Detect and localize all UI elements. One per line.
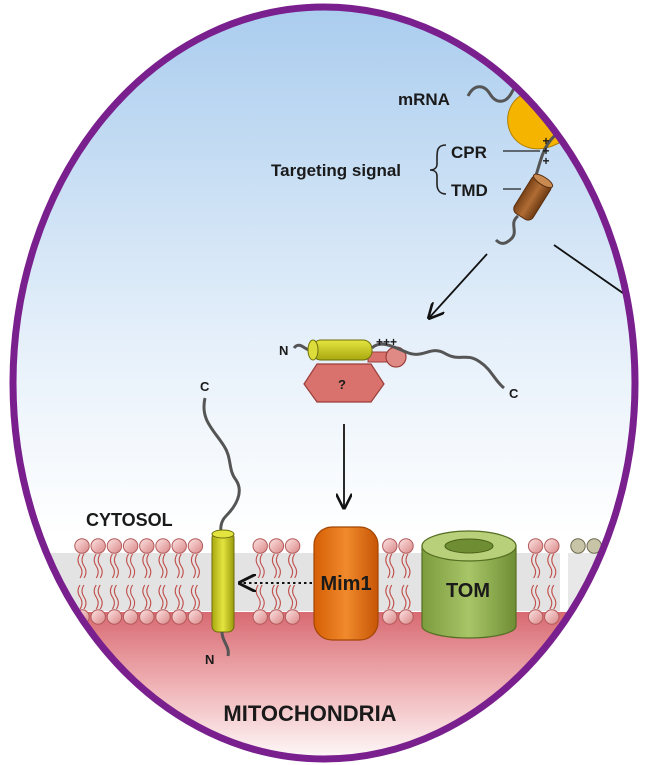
lipid-tails (142, 553, 152, 610)
lipid-head-right (570, 538, 586, 554)
lipid-head-right (618, 609, 635, 625)
lipid-head (544, 609, 560, 625)
lipid-head (171, 609, 187, 625)
lipid-head (122, 538, 139, 554)
lipid-head (171, 538, 187, 554)
lipid-head-right (618, 538, 635, 554)
complex-c-label: C (509, 386, 519, 401)
svg-text:+: + (542, 134, 549, 148)
lipid-head (398, 609, 414, 625)
lipid-tails (255, 553, 265, 610)
lipid-head (284, 609, 301, 625)
lipid-tails (93, 553, 103, 610)
n-terminal-tail (494, 214, 520, 245)
chaperone-hexagon (303, 363, 385, 403)
cpr-label: CPR (451, 143, 487, 162)
tmd-segment (513, 173, 554, 221)
tom-label: TOM (446, 580, 490, 602)
lipid-head (187, 538, 204, 554)
lipid-head (90, 538, 106, 554)
inserted-n-tail (220, 631, 230, 657)
chaperone-question-label: ? (338, 377, 346, 392)
lipid-tails (190, 553, 200, 610)
complex-plus-charges: +++ (376, 335, 397, 349)
inserted-tmd-helix (211, 531, 235, 633)
lipid-head (284, 538, 301, 554)
arrow-to-complex (429, 253, 488, 318)
lipid-tails (158, 553, 168, 610)
lipid-head (382, 538, 398, 554)
lipid-head (527, 538, 544, 554)
mrna-label: mRNA (398, 90, 450, 109)
lipid-tails (77, 553, 87, 610)
lipid-head-right (602, 609, 619, 625)
cytosol-label: CYTOSOL (86, 510, 173, 530)
cell-frame (9, 3, 639, 763)
complex-n-label: N (279, 343, 288, 358)
tmd-label: TMD (451, 181, 488, 200)
lipid-head (139, 609, 155, 625)
complex-tmd-helix (311, 339, 373, 361)
lipid-head (252, 538, 268, 554)
targeting-signal-label: Targeting signal (271, 161, 401, 180)
mim1-protein (313, 526, 379, 641)
inserted-c-tail (202, 397, 241, 537)
lipid-tails (126, 553, 136, 610)
lipid-tails (109, 553, 119, 610)
lipid-head (382, 609, 398, 625)
mitochondria-label: MITOCHONDRIA (223, 701, 396, 726)
lipid-tails (288, 553, 298, 610)
lipid-head (187, 609, 204, 625)
lipid-head (252, 609, 268, 625)
membrane-c-label: C (200, 379, 210, 394)
lipid-head (139, 538, 155, 554)
lipid-tails (271, 553, 281, 610)
svg-text:+: + (542, 144, 549, 158)
lipid-head (268, 609, 285, 625)
lipid-head (106, 538, 123, 554)
chaperone-complex (292, 339, 505, 403)
mim1-label: Mim1 (320, 573, 371, 595)
lipid-tails (547, 553, 557, 610)
lipid-head (268, 538, 285, 554)
lipid-head (155, 609, 171, 625)
lipid-head (544, 538, 560, 554)
tom-complex (421, 530, 517, 639)
svg-text:+: + (542, 154, 549, 168)
plus-charges: + + + (542, 134, 549, 168)
lipid-head (74, 538, 90, 554)
lipid-tails (531, 553, 541, 610)
lipid-tails (401, 553, 411, 610)
lipid-tails (174, 553, 184, 610)
lipid-head (155, 538, 171, 554)
lipid-head (106, 609, 123, 625)
complex-c-tail (370, 342, 505, 390)
targeting-brace (429, 144, 447, 195)
membrane-n-label: N (205, 652, 214, 667)
lipid-head (90, 609, 106, 625)
lipid-head-right (586, 609, 602, 625)
lipid-head (122, 609, 139, 625)
lipid-head (527, 609, 544, 625)
lipid-tails (385, 553, 395, 610)
lipid-head (398, 538, 414, 554)
